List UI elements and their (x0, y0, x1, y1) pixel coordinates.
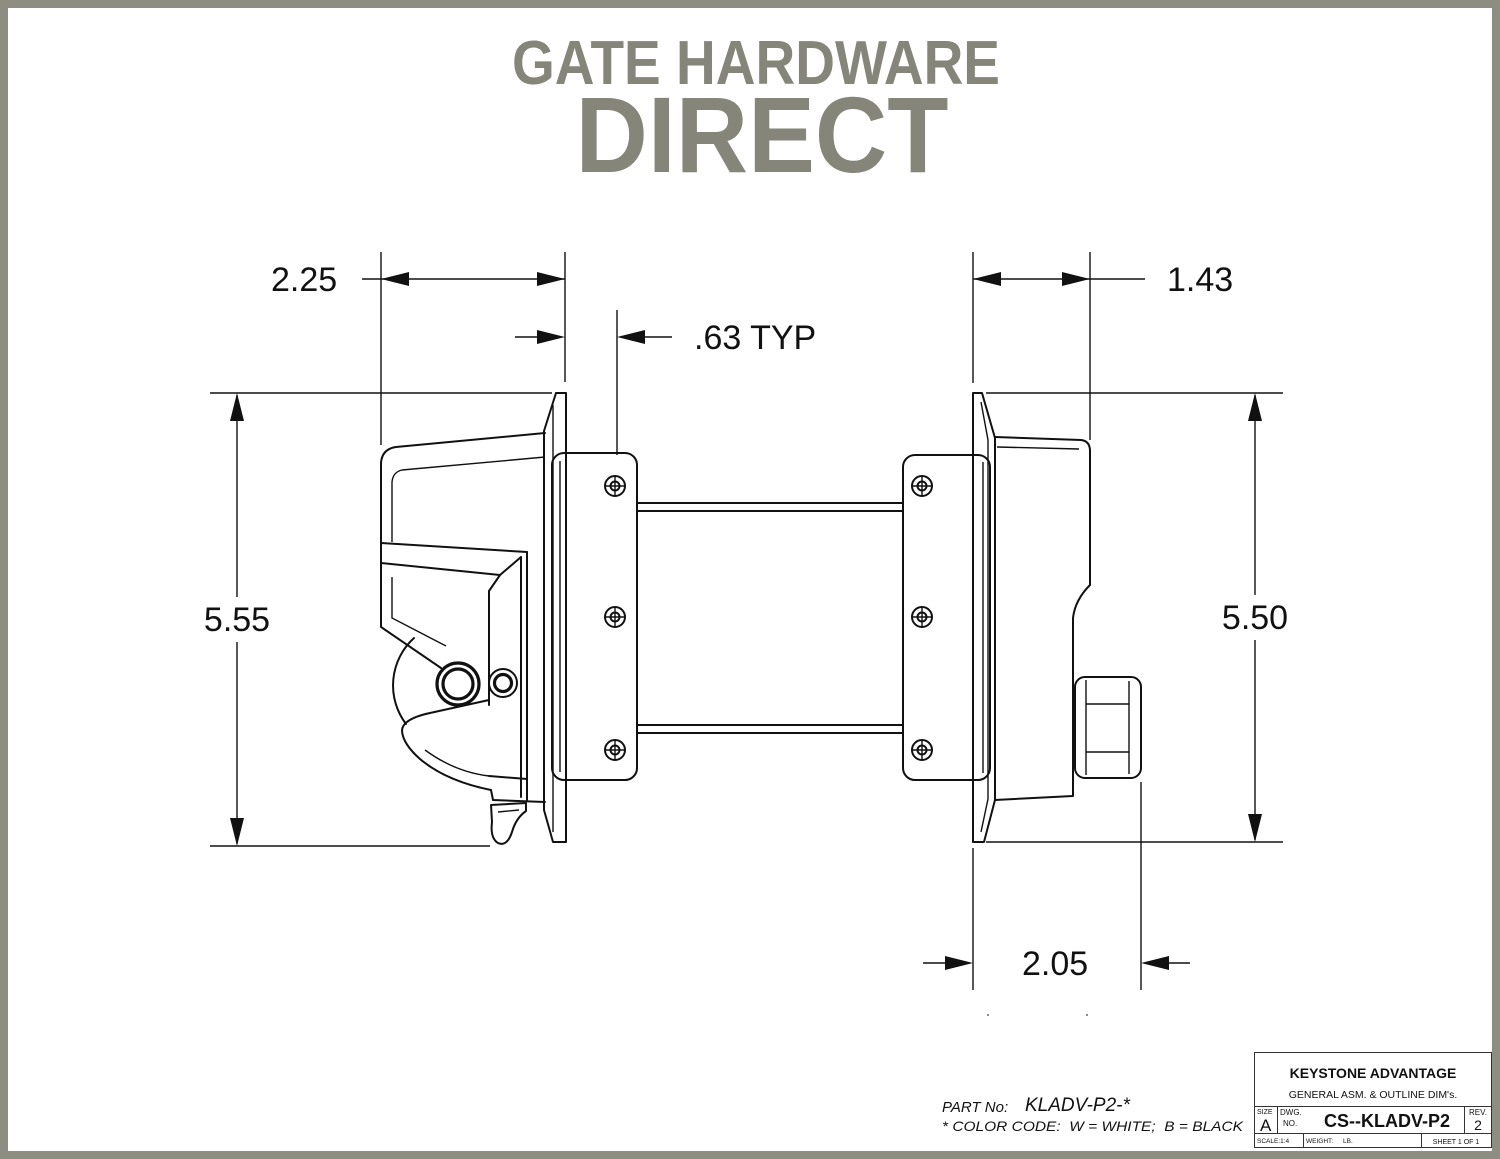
part-number-value: KLADV-P2-* (1025, 1095, 1130, 1116)
dimension-knob-projection-label: 2.05 (1022, 945, 1088, 983)
dimension-handle-height: 5.50 (986, 392, 1288, 843)
handle-body-inner-edge (996, 446, 1080, 450)
arrowhead (230, 818, 244, 846)
title-block-dividers (1254, 1106, 1492, 1148)
title-block-weight-unit: LB. (1343, 1138, 1353, 1145)
arrowhead (973, 272, 1001, 286)
latch-body-bottom (488, 775, 546, 803)
dimension-handle-width-label: 1.43 (1167, 261, 1233, 299)
mounting-hole (911, 739, 933, 761)
latch-release-lever-edge (497, 809, 520, 813)
latch-window-edge (488, 574, 501, 706)
spindle-bar-bottom (636, 724, 904, 734)
latch-bolt-large (435, 661, 481, 707)
dimension-handle-width: 1.43 (972, 252, 1233, 440)
handle-knob-detail (1085, 680, 1130, 775)
latch-bolt-large-inner (441, 667, 475, 701)
title-block-weight-label: WEIGHT: (1306, 1138, 1333, 1145)
dimension-latch-height-label: 5.55 (204, 601, 270, 639)
handle-assembly (902, 392, 1142, 843)
latch-hook (401, 699, 492, 791)
arrowhead (230, 393, 244, 421)
mounting-hole (911, 606, 933, 628)
latch-shelf-top (380, 542, 528, 553)
dimension-flange-thickness-label: .63 TYP (694, 319, 816, 357)
latch-body-outline (380, 432, 546, 669)
title-block: KEYSTONE ADVANTAGE GENERAL ASM. & OUTLIN… (1254, 1052, 1492, 1148)
brand-header-line2: DIRECT (576, 74, 949, 195)
part-number-label: PART No: (942, 1099, 1008, 1116)
latch-bolt-small-outer (488, 668, 518, 698)
latch-cam-arc (392, 637, 415, 725)
handle-knob-outline (1074, 676, 1142, 779)
title-block-size-label: SIZE (1257, 1109, 1273, 1116)
title-block-sheet: SHEET 1 OF 1 (1433, 1139, 1480, 1146)
spindle-bar-top (636, 502, 904, 512)
title-block-size-value: A (1260, 1116, 1272, 1135)
extension-line (972, 252, 1091, 440)
title-block-frame (1254, 1052, 1492, 1148)
arrowhead (1248, 814, 1262, 842)
arrowhead (1062, 272, 1090, 286)
title-block-dwg-label-1: DWG. (1280, 1108, 1302, 1117)
latch-body-inner-edge (391, 456, 546, 542)
stray-mark (987, 1014, 989, 1016)
latch-bolt-small (488, 668, 518, 698)
handle-mounting-plate (902, 454, 991, 781)
arrowhead (537, 330, 565, 344)
dimension-latch-height: 5.55 (204, 392, 552, 847)
latch-assembly (380, 392, 638, 845)
mounting-hole (604, 606, 626, 628)
latch-bolt-small-inner (492, 672, 514, 694)
arrowhead (537, 272, 565, 286)
dimension-knob-projection: 2.05 (923, 782, 1190, 990)
mounting-hole (911, 475, 933, 497)
dimension-flange-thickness: .63 TYP (515, 310, 816, 455)
arrowhead (617, 330, 645, 344)
latch-hook-inner (424, 749, 490, 777)
title-block-rev-value: 2 (1474, 1117, 1482, 1133)
arrowhead (381, 272, 409, 286)
handle-flange-inner-edge (980, 401, 989, 833)
extension-line (972, 782, 1142, 990)
handle-body (994, 436, 1091, 801)
latch-flange (543, 392, 567, 843)
arrowhead (1141, 956, 1169, 970)
handle-knob (1074, 676, 1142, 779)
title-block-scale: SCALE:1:4 (1257, 1138, 1290, 1145)
arrowhead (1248, 393, 1262, 421)
part-info: PART No: KLADV-P2-* * COLOR CODE: W = WH… (942, 1095, 1244, 1134)
stray-mark (1086, 1014, 1088, 1016)
extension-line (210, 392, 552, 847)
latch-mounting-plate (551, 452, 638, 781)
extension-line (380, 252, 566, 445)
dimension-handle-height-label: 5.50 (1222, 599, 1288, 637)
stray-marks (987, 1014, 1088, 1016)
title-block-dwg-label-2: NO. (1283, 1119, 1297, 1128)
mounting-hole (604, 475, 626, 497)
mounting-hole (604, 739, 626, 761)
spindle (636, 502, 904, 734)
latch-release-lever (490, 802, 527, 845)
brand-header-line1: GATE HARDWARE (512, 29, 1000, 98)
title-block-rev-label: REV. (1469, 1108, 1487, 1117)
latch-lower-inner-edge (391, 577, 447, 647)
latch-bolt-large-outer (435, 661, 481, 707)
dimension-latch-width-label: 2.25 (271, 261, 337, 299)
arrowhead (945, 956, 973, 970)
color-code-note: * COLOR CODE: W = WHITE; B = BLACK (942, 1118, 1244, 1134)
title-block-drawing-title: GENERAL ASM. & OUTLINE DIM's. (1289, 1089, 1457, 1101)
extension-line (986, 392, 1283, 843)
title-block-company: KEYSTONE ADVANTAGE (1290, 1065, 1457, 1081)
dimension-latch-width: 2.25 (271, 252, 566, 445)
title-block-dwg-number: CS--KLADV-P2 (1324, 1111, 1450, 1131)
